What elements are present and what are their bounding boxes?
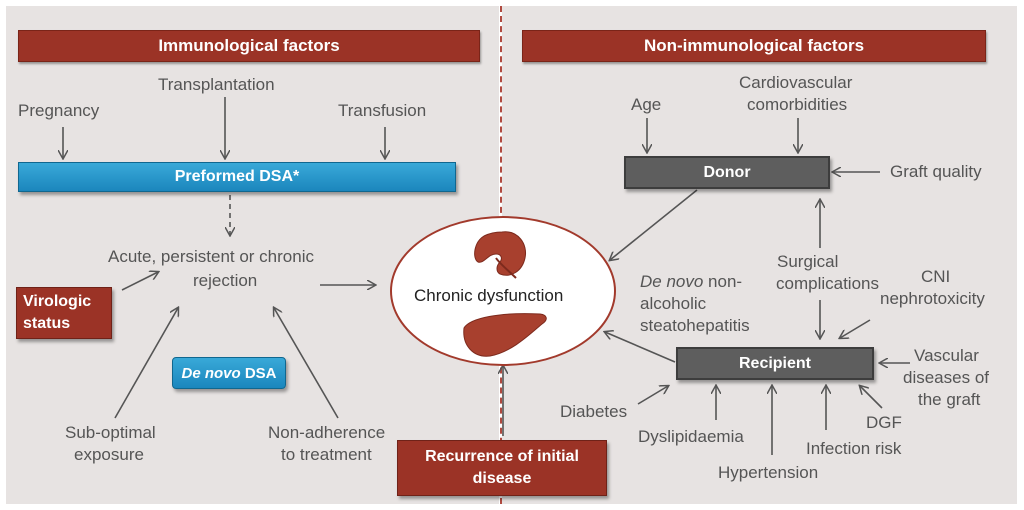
virologic-status-box: Virologic status	[16, 287, 112, 339]
dgf-label: DGF	[866, 413, 902, 432]
immunological-header: Immunological factors	[18, 30, 480, 62]
nonadherence-label-line1: Non-adherence	[268, 423, 386, 442]
diabetes-label: Diabetes	[560, 402, 628, 421]
graft-quality-label: Graft quality	[890, 162, 982, 181]
hypertension-label: Hypertension	[718, 463, 819, 482]
suboptimal-label-line2: exposure	[74, 445, 144, 464]
vascular-label-line1: Vascular	[914, 346, 979, 365]
rejection-label-line2: rejection	[193, 271, 258, 290]
preformed-dsa-box: Preformed DSA*	[18, 162, 456, 192]
cardio-label-line1: Cardiovascular	[739, 73, 853, 92]
arrow-virologic	[121, 272, 158, 291]
transplantation-label: Transplantation	[158, 75, 275, 94]
infection-risk-label: Infection risk	[806, 439, 902, 458]
arrow-dgf	[860, 386, 883, 409]
de-novo-dsa-box: De novo DSA	[172, 357, 286, 389]
virologic-status-label: Virologic status	[23, 293, 92, 332]
arrow-recipient-to-center	[605, 332, 676, 363]
nash-label-line3: steatohepatitis	[640, 316, 750, 335]
nash-label-line1: De novo non-	[640, 271, 742, 293]
cni-label-line1: CNI	[921, 267, 951, 286]
age-label: Age	[631, 95, 662, 114]
recurrence-label: Recurrence of initial disease	[425, 448, 579, 487]
recipient-box: Recipient	[676, 347, 874, 380]
nash-italic: De novo	[640, 272, 704, 291]
arrow-donor-to-center	[610, 189, 698, 260]
nash-label-line2: alcoholic	[640, 294, 707, 313]
pregnancy-label: Pregnancy	[18, 101, 100, 120]
arrow-nonadherence	[274, 308, 339, 419]
de-novo-italic: De novo	[181, 364, 241, 382]
vascular-label-line2: diseases of	[903, 368, 989, 387]
dsa-label: DSA	[240, 364, 277, 382]
nash-rest: non-	[703, 272, 743, 291]
dyslipidaemia-label: Dyslipidaemia	[638, 427, 744, 446]
chronic-dysfunction-label: Chronic dysfunction	[414, 286, 564, 305]
arrow-cni	[840, 319, 871, 338]
kidney-icon	[474, 231, 527, 279]
vascular-label-line3: the graft	[918, 390, 981, 409]
suboptimal-label-line1: Sub-optimal	[65, 423, 156, 442]
transfusion-label: Transfusion	[338, 101, 427, 120]
rejection-label-line1: Acute, persistent or chronic	[108, 247, 314, 266]
arrow-suboptimal	[114, 308, 178, 419]
cni-label-line2: nephrotoxicity	[880, 289, 985, 308]
surgical-label-line2: complications	[776, 274, 879, 293]
arrow-diabetes	[637, 386, 668, 405]
cardio-label-line2: comorbidities	[747, 95, 848, 114]
non-immunological-header: Non-immunological factors	[522, 30, 986, 62]
nonadherence-label-line2: to treatment	[281, 445, 372, 464]
surgical-label-line1: Surgical	[777, 252, 839, 271]
donor-box: Donor	[624, 156, 830, 189]
liver-icon	[463, 313, 547, 357]
recurrence-box: Recurrence of initial disease	[397, 440, 607, 496]
